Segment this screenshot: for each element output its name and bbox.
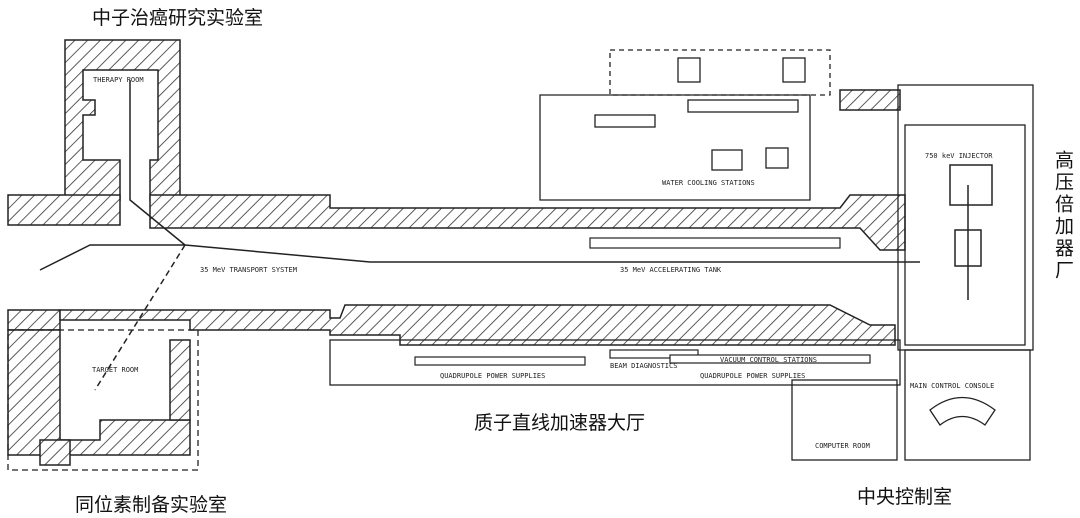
water-cooling-upper <box>609 49 831 96</box>
rack-quad-1 <box>414 356 586 366</box>
label-quad-2: QUADRUPOLE POWER SUPPLIES <box>700 372 805 380</box>
cooling-unit-4 <box>765 147 789 169</box>
label-computer-room: COMPUTER ROOM <box>815 442 870 450</box>
cooling-bar-1 <box>594 114 656 128</box>
console-desk <box>929 397 996 426</box>
label-quad-1: QUADRUPOLE POWER SUPPLIES <box>440 372 545 380</box>
label-injector: 750 keV INJECTOR <box>925 152 993 160</box>
label-isotope-lab: 同位素制备实验室 <box>75 494 228 516</box>
west-wall-top <box>7 194 121 226</box>
target-room-pillar <box>169 339 191 421</box>
target-room-walls <box>7 329 191 456</box>
tunnel-wall-lower <box>7 309 61 331</box>
isotope-room <box>7 329 199 471</box>
label-water-cooling: WATER COOLING STATIONS <box>662 179 755 187</box>
linac-hall <box>329 339 901 386</box>
rack-beam-diag <box>609 349 699 359</box>
cooling-unit-1 <box>677 57 701 83</box>
tunnel-wall-lower-main <box>59 304 896 346</box>
label-main-console: MAIN CONTROL CONSOLE <box>910 382 994 390</box>
label-tank: 35 MeV ACCELERATING TANK <box>620 266 722 274</box>
injector-room <box>904 124 1026 346</box>
label-beam-diag: BEAM DIAGNOSTICS <box>610 362 677 370</box>
label-therapy-lab: 中子治癌研究实验室 <box>92 7 264 29</box>
water-cooling-room <box>539 94 811 201</box>
label-proton-linac-hall: 质子直线加速器大厅 <box>474 412 646 434</box>
cooling-bar-2 <box>687 99 799 113</box>
label-transport: 35 MeV TRANSPORT SYSTEM <box>200 266 297 274</box>
rack-tank <box>589 237 841 249</box>
injector-box <box>949 164 993 206</box>
label-therapy-room: THERAPY ROOM <box>93 76 144 84</box>
label-high-voltage-hall: 高压倍加器厂 <box>1052 150 1074 282</box>
cooling-unit-2 <box>782 57 806 83</box>
isotope-block <box>39 439 71 466</box>
label-target-room: TARGET ROOM <box>92 366 138 374</box>
cooling-unit-3 <box>711 149 743 171</box>
injector-box-2 <box>954 229 982 267</box>
injector-wall <box>839 89 901 111</box>
computer-room <box>791 379 898 461</box>
beam-to-target <box>94 244 186 391</box>
therapy-room-walls <box>64 39 181 201</box>
label-control-room: 中央控制室 <box>857 486 953 508</box>
label-vacuum: VACUUM CONTROL STATIONS <box>720 356 817 364</box>
control-room <box>904 349 1031 461</box>
rack-quad-2 <box>669 354 871 364</box>
beam-to-therapy <box>129 80 186 246</box>
